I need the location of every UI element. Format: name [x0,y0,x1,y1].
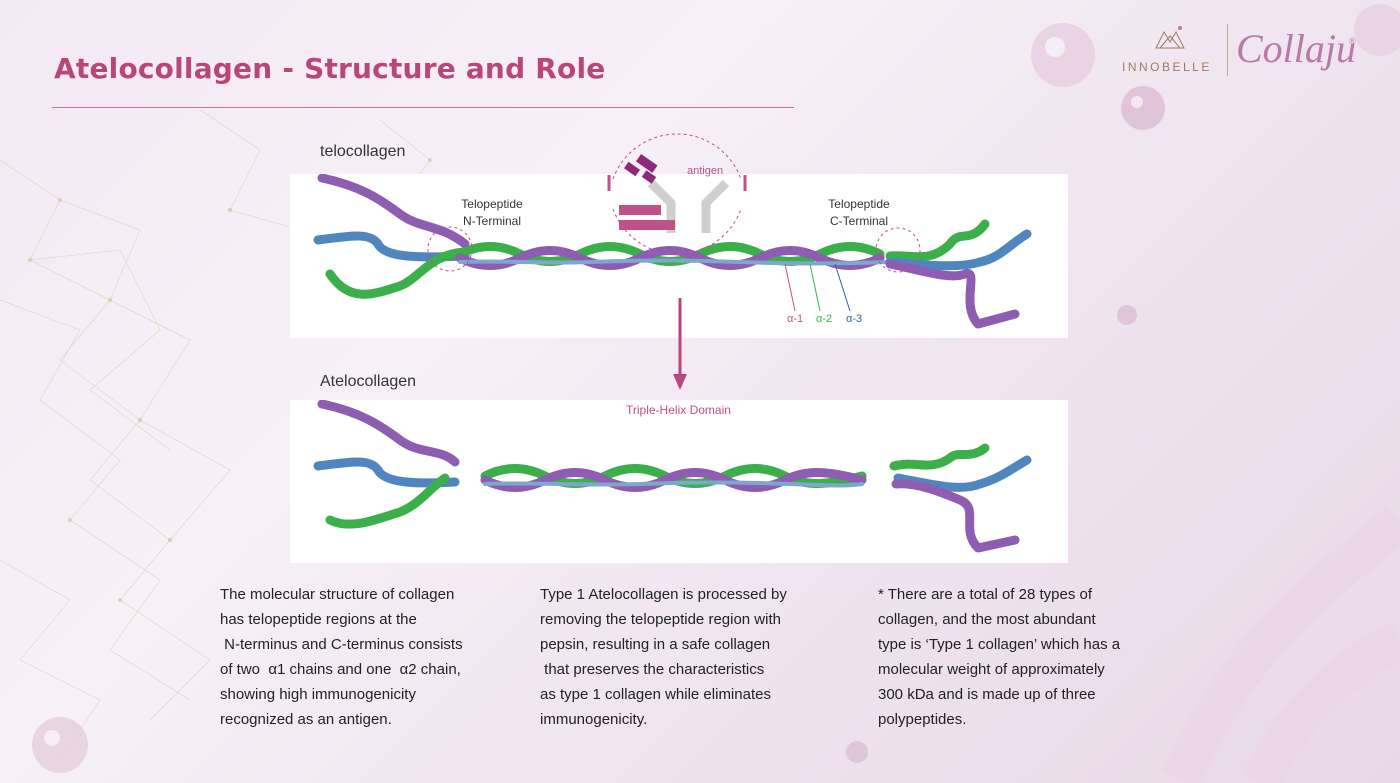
n-terminal-label: Telopeptide N-Terminal [461,197,523,228]
cleaved-alpha2-c-tail [889,443,990,471]
telocollagen-diagram: α-1 α-2 α-3 [313,174,1032,329]
logo-divider [1227,24,1228,76]
alpha1-c-tail [885,259,1020,329]
atelocollagen-label: Atelocollagen [320,373,417,390]
helix-purple-strand [455,246,885,270]
cleaved-alpha1-n-tail [317,400,460,467]
domain-blue-strand [483,480,864,488]
cleaved-alpha3-n-tail [313,457,460,488]
antigen-icon [619,153,675,230]
telocollagen-description: The molecular structure of collagen has … [220,586,463,728]
alpha2-c-tail [885,219,990,262]
atelocollagen-description: Type 1 Atelocollagen is processed by rem… [540,586,787,728]
alpha1-n-tail [317,174,470,249]
chain-label-a1: α-1 [787,313,803,325]
title-divider [52,107,794,108]
alpha3-c-tail [885,229,1032,271]
c-terminal-label: Telopeptide C-Terminal [828,197,890,228]
brand-collaju: Collaju [1236,26,1357,71]
process-arrow-icon [673,298,687,390]
cleaved-alpha1-c-tail [891,479,1020,553]
brand-innobelle: INNOBELLE [1122,60,1212,74]
collagen-types-note: * There are a total of 28 types of colla… [878,586,1121,728]
domain-purple-strand [480,468,867,492]
cleaved-alpha2-n-tail [325,473,450,529]
helix-blue-strand [458,258,892,266]
alpha2-n-tail [325,247,470,299]
atelocollagen-panel: Triple-Helix Domain [290,400,1068,563]
n-terminal-marker [427,226,473,272]
innobelle-logo-icon [1155,26,1185,49]
registered-mark: ® [1349,36,1356,46]
telocollagen-label: telocollagen [320,143,406,160]
chain-label-a3: α-3 [846,313,862,325]
page-title: Atelocollagen - Structure and Role [54,52,606,85]
antigen-callout: antigen [607,133,747,255]
chain-label-a2: α-2 [816,313,832,325]
triple-helix-domain-label: Triple-Helix Domain [626,403,731,417]
antigen-label: antigen [687,165,723,177]
c-terminal-marker [875,227,921,273]
atelocollagen-diagram: Triple-Helix Domain [313,400,1032,553]
